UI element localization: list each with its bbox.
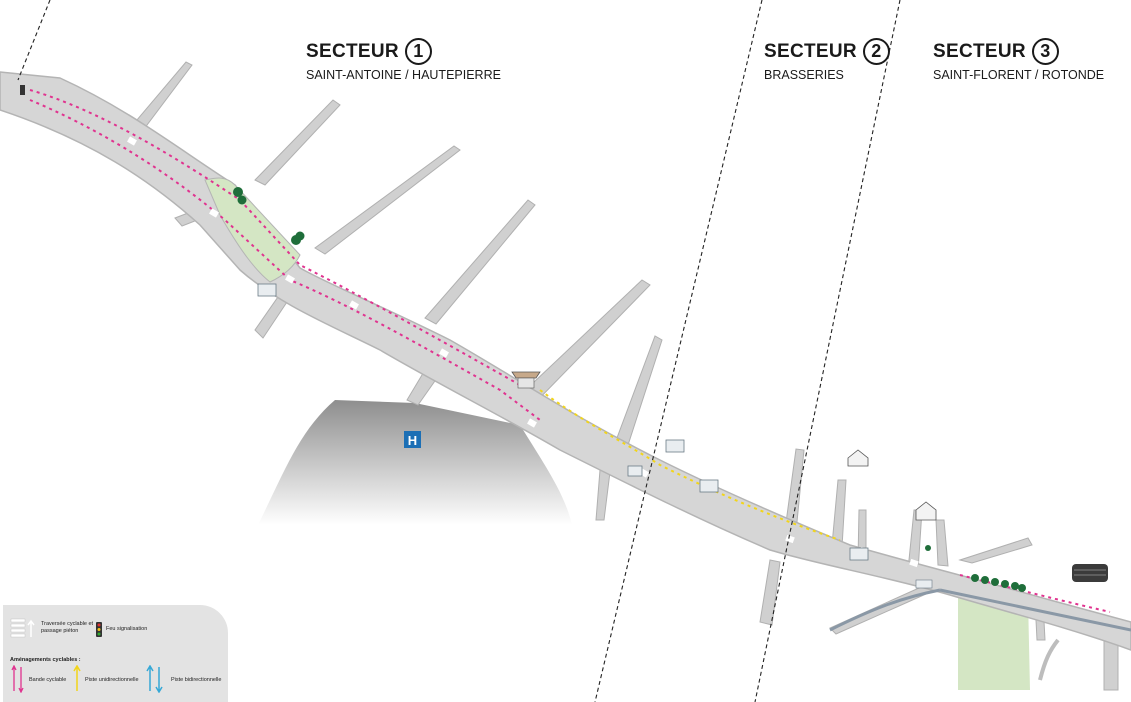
cemetery-area [958, 590, 1030, 690]
road-edge-south [829, 588, 941, 632]
square-green [204, 177, 301, 283]
two-way-track-icon [146, 665, 163, 693]
sector-1-number: 1 [404, 38, 432, 65]
tree-icons [233, 187, 1026, 592]
sector-2-title: SECTEUR 2 [764, 38, 890, 65]
main-road [0, 71, 1131, 651]
sector-3-subtitle: SAINT-FLORENT / ROTONDE [933, 68, 1105, 82]
bike-lane-icon [11, 665, 24, 693]
legend-traffic-light-label: Feu signalisation [106, 626, 148, 632]
sector-1-title: SECTEUR 1 [306, 38, 432, 65]
bike-lane-south [29, 99, 541, 421]
crossing-icon [10, 618, 35, 638]
bike-lane-north [29, 89, 521, 386]
sector-3-title: SECTEUR 3 [933, 38, 1059, 65]
traffic-light-icon [20, 85, 25, 95]
side-road [1038, 638, 1060, 681]
building-icons [257, 283, 1108, 589]
road-edge-east [939, 588, 1131, 632]
hospital-icon [404, 431, 421, 448]
hospital-area [258, 400, 572, 525]
hospital-letter: H [408, 433, 417, 448]
sector-1-subtitle: SAINT-ANTOINE / HAUTEPIERRE [306, 68, 501, 82]
legend-one-way-label: Piste unidirectionnelle [85, 677, 139, 683]
legend-bike-lane-label: Bande cyclable [29, 677, 67, 683]
sector-2-subtitle: BRASSERIES [764, 68, 844, 82]
legend-heading: Aménagements cyclables : [10, 657, 81, 663]
legend-crossing-label: Traversée cyclable et passage piéton [41, 621, 94, 634]
one-way-track-icon [73, 665, 81, 691]
sector-2-number: 2 [862, 38, 890, 65]
sector-3-number: 3 [1031, 38, 1059, 65]
traffic-light-legend-icon [96, 622, 102, 637]
sector-dividers [17, 0, 901, 702]
legend-panel: Traversée cyclable et passage piéton Feu… [3, 605, 228, 702]
legend-two-way-label: Piste bidirectionnelle [171, 677, 222, 683]
one-way-track [539, 389, 841, 541]
